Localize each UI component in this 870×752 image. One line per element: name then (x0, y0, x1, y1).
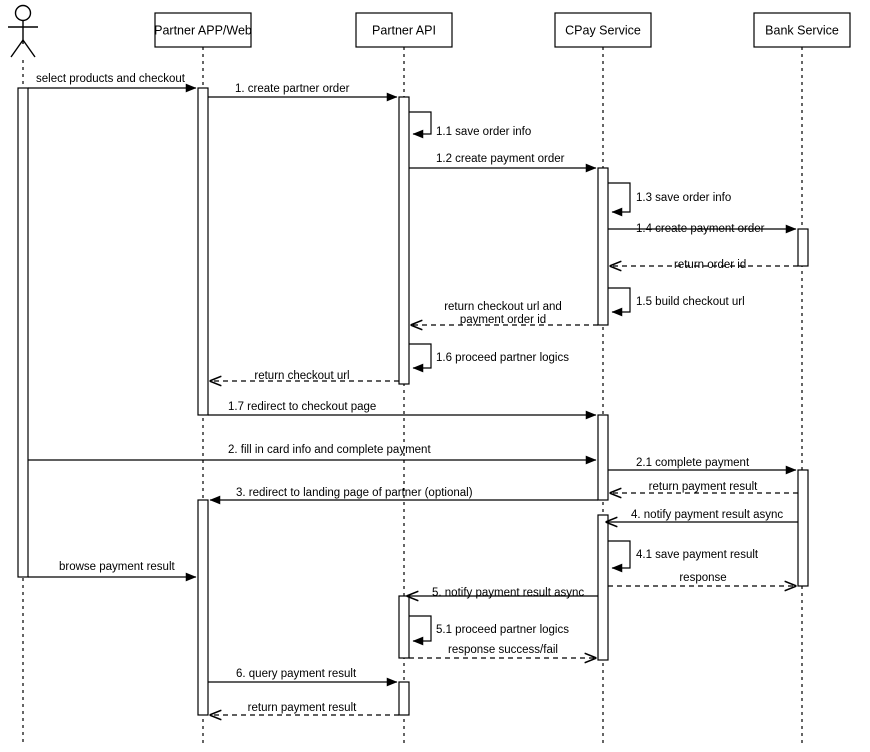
message-label: return order id (674, 259, 746, 271)
message-3-redirect-to-landing-page[interactable]: 3. redirect to landing page of partner (… (209, 487, 598, 505)
actor-leg-left (10, 39, 24, 58)
message-return-payment-result-bank[interactable]: return payment result (610, 481, 798, 493)
message-label: 2.1 complete payment (636, 457, 750, 469)
message-2-fill-in-card-info-and-complete-payment[interactable]: 2. fill in card info and complete paymen… (28, 444, 597, 465)
lifeline-boxes: Partner APP/Web Partner API CPay Service… (154, 12, 851, 48)
activation-cpay-1 (597, 167, 609, 326)
lifeline-header-cpay[interactable]: CPay Service (554, 12, 652, 48)
actor-head-icon (14, 4, 32, 22)
lifeline-header-app[interactable]: Partner APP/Web (154, 12, 252, 48)
message-label: response success/fail (448, 644, 558, 656)
message-browse-payment-result[interactable]: browse payment result (28, 561, 197, 582)
message-label: return payment result (248, 702, 357, 714)
message-response-cpay-to-bank[interactable]: response (608, 572, 796, 586)
message-2-1-complete-payment[interactable]: 2.1 complete payment (608, 457, 797, 475)
activation-bank-2 (797, 469, 809, 587)
message-5-notify-payment-result-async[interactable]: 5. notify payment result async (407, 587, 598, 599)
lifeline-label-api: Partner API (372, 23, 436, 37)
activation-app-1 (197, 87, 209, 416)
message-label: 4. notify payment result async (631, 509, 783, 521)
message-label: 2. fill in card info and complete paymen… (228, 444, 431, 456)
activation-cpay-2 (597, 414, 609, 501)
message-label: 1. create partner order (235, 83, 350, 95)
message-label: 3. redirect to landing page of partner (… (236, 487, 473, 499)
message-1-5-build-checkout-url[interactable]: 1.5 build checkout url (608, 287, 745, 317)
lifeline-label-cpay: CPay Service (565, 23, 641, 37)
message-label-line1: return checkout url and (444, 301, 562, 313)
message-return-checkout-url-and-payment-order-id[interactable]: return checkout url and payment order id (411, 301, 598, 326)
message-label: 1.3 save order info (636, 192, 731, 204)
message-1-6-proceed-partner-logics[interactable]: 1.6 proceed partner logics (409, 343, 569, 373)
message-select-products-and-checkout[interactable]: select products and checkout (28, 73, 197, 93)
message-label: return payment result (649, 481, 758, 493)
message-1-4-create-payment-order[interactable]: 1.4 create payment order (608, 223, 797, 235)
message-label: 1.2 create payment order (436, 153, 565, 165)
message-label: select products and checkout (36, 73, 186, 85)
message-response-success-fail[interactable]: response success/fail (409, 644, 596, 658)
message-label-line2: payment order id (460, 314, 546, 326)
lifeline-header-api[interactable]: Partner API (355, 12, 453, 48)
message-label: 1.1 save order info (436, 126, 531, 138)
message-label: 1.5 build checkout url (636, 296, 745, 308)
activation-api-2 (398, 595, 410, 659)
messages: select products and checkout 1. create p… (28, 73, 798, 715)
actor-figure (8, 4, 38, 58)
message-label: 6. query payment result (236, 668, 357, 680)
message-label: 5.1 proceed partner logics (436, 624, 569, 636)
message-label: return checkout url (254, 370, 349, 382)
activation-actor-1 (17, 87, 29, 578)
activation-app-2 (197, 499, 209, 716)
message-label: 1.4 create payment order (636, 223, 765, 235)
message-4-notify-payment-result-async[interactable]: 4. notify payment result async (606, 509, 798, 522)
message-return-order-id[interactable]: return order id (610, 259, 798, 271)
message-1-2-create-payment-order[interactable]: 1.2 create payment order (409, 153, 597, 173)
message-return-checkout-url[interactable]: return checkout url (210, 370, 399, 382)
activation-api-1 (398, 96, 410, 385)
lifeline-label-bank: Bank Service (765, 23, 839, 37)
message-1-create-partner-order[interactable]: 1. create partner order (208, 83, 398, 102)
activation-cpay-3 (597, 514, 609, 661)
activation-api-3 (398, 681, 410, 716)
message-label: 1.7 redirect to checkout page (228, 401, 376, 413)
message-1-7-redirect-to-checkout-page[interactable]: 1.7 redirect to checkout page (208, 401, 597, 420)
lifeline-dashes (22, 47, 803, 745)
lifeline-header-bank[interactable]: Bank Service (753, 12, 851, 48)
message-1-3-save-order-info[interactable]: 1.3 save order info (608, 182, 731, 217)
message-label: 1.6 proceed partner logics (436, 352, 569, 364)
message-label: response (679, 572, 726, 584)
activation-bank-1 (797, 228, 809, 267)
activation-bars (17, 87, 809, 716)
message-6-query-payment-result[interactable]: 6. query payment result (208, 668, 398, 687)
message-return-payment-result-api[interactable]: return payment result (210, 702, 399, 715)
message-1-1-save-order-info[interactable]: 1.1 save order info (409, 111, 531, 139)
lifeline-label-app: Partner APP/Web (154, 23, 252, 37)
message-5-1-proceed-partner-logics[interactable]: 5.1 proceed partner logics (409, 615, 569, 646)
message-label: 4.1 save payment result (636, 549, 759, 561)
message-label: browse payment result (59, 561, 175, 573)
message-4-1-save-payment-result[interactable]: 4.1 save payment result (608, 540, 759, 573)
actor-leg-right (22, 39, 36, 58)
message-label: 5. notify payment result async (432, 587, 584, 599)
